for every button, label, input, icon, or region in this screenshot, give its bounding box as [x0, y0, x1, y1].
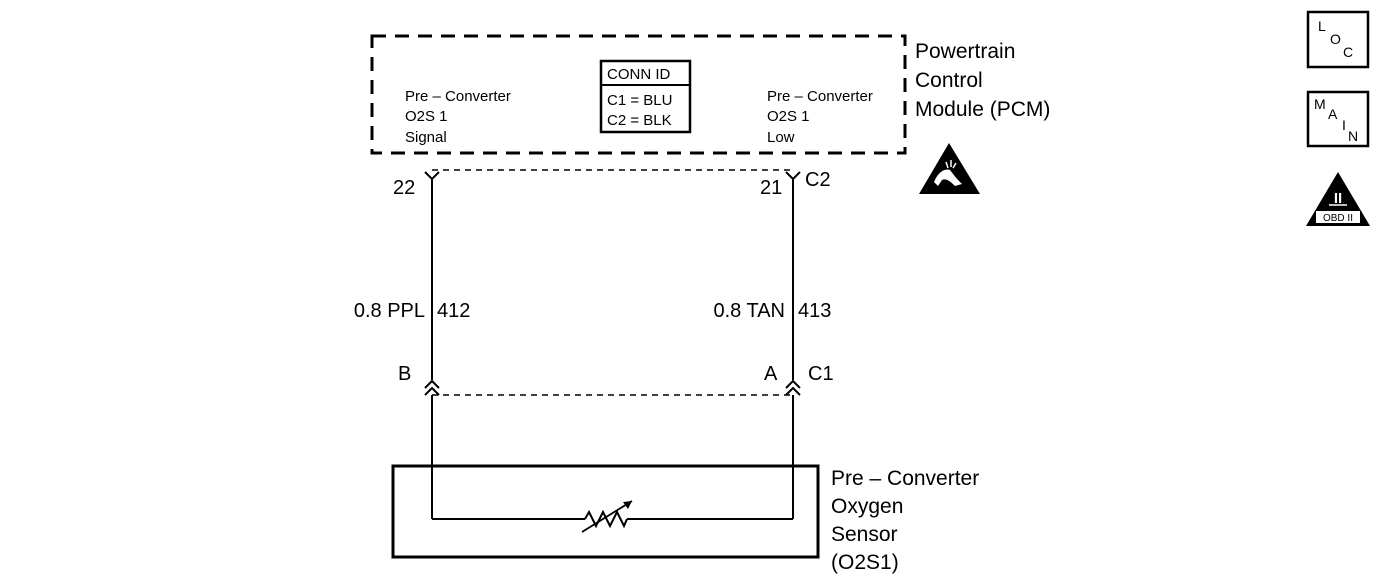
pin-b-terminal [424, 379, 440, 396]
pcm-right-label-3: Low [767, 129, 795, 146]
pcm-left-label-3: Signal [405, 129, 447, 146]
loc-letter-l: L [1318, 18, 1326, 34]
pin-22-terminal [424, 171, 440, 181]
sensor-name-line2: Oxygen [831, 495, 903, 518]
conn-id-title: CONN ID [607, 66, 671, 83]
sensor-name-line4: (O2S1) [831, 551, 899, 574]
pcm-box [370, 34, 907, 155]
pcm-name-line3: Module (PCM) [915, 98, 1050, 121]
sensor-name-line3: Sensor [831, 523, 898, 546]
wire-412-gauge-color: 0.8 PPL [354, 300, 425, 322]
main-letter-n: N [1348, 128, 1358, 144]
loc-letter-c: C [1343, 44, 1353, 60]
obd-label: OBD II [1323, 213, 1353, 224]
pcm-left-label-2: O2S 1 [405, 108, 448, 125]
main-icon: M A I N [1306, 90, 1370, 148]
main-letter-m: M [1314, 96, 1326, 112]
conn-id-line1: C1 = BLU [607, 92, 672, 109]
conn-id-box: CONN ID C1 = BLU C2 = BLK [599, 59, 692, 134]
main-letter-i: I [1342, 117, 1346, 133]
esd-warning-icon [919, 143, 980, 194]
sensor-name-line1: Pre – Converter [831, 467, 979, 490]
pin-21-label: 21 [760, 177, 782, 199]
pcm-right-label-1: Pre – Converter [767, 88, 873, 105]
c1-connector-label: C1 [808, 363, 834, 385]
pin-a-terminal [785, 379, 801, 396]
sensor-box [391, 464, 820, 559]
pcm-name-line1: Powertrain [915, 40, 1015, 63]
conn-id-line2: C2 = BLK [607, 112, 672, 129]
variable-resistor-icon [581, 500, 633, 533]
wire-413-circuit: 413 [798, 300, 831, 322]
pin-a-label: A [764, 363, 778, 385]
pin-22-label: 22 [393, 177, 415, 199]
wire-412-circuit: 412 [437, 300, 470, 322]
c2-connector-label: C2 [805, 169, 831, 191]
wire-413-gauge-color: 0.8 TAN [713, 300, 785, 322]
obd-numeral: II [1334, 190, 1342, 207]
pin-b-label: B [398, 363, 411, 385]
pcm-name-line2: Control [915, 69, 983, 92]
loc-icon: L O C [1306, 10, 1370, 69]
loc-letter-o: O [1330, 31, 1341, 47]
pcm-right-label-2: O2S 1 [767, 108, 810, 125]
pin-21-terminal [785, 171, 801, 181]
pcm-left-label-1: Pre – Converter [405, 88, 511, 105]
main-letter-a: A [1328, 106, 1338, 122]
obd-ii-icon: II OBD II [1306, 172, 1370, 226]
